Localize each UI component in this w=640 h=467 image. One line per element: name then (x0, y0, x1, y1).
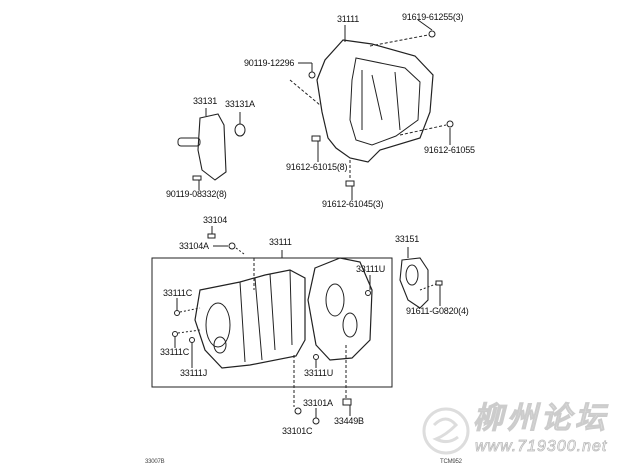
part-label-33111u-bottom: 33111U (304, 368, 333, 378)
part-label-33131: 33131 (193, 96, 218, 106)
side-cover-part (399, 247, 429, 309)
transmission-case-part (194, 269, 306, 369)
bellhousing-part (316, 25, 434, 163)
part-label-33111: 33111 (269, 237, 292, 247)
part-label-33111c-bottom: 33111C (160, 347, 189, 357)
figure-reference: TCM952 (440, 459, 462, 465)
figure-code: 33007B (145, 459, 165, 465)
watermark-title: 柳州论坛 (473, 402, 609, 435)
watermark-logo (420, 405, 472, 462)
part-label-33104a: 33104A (179, 241, 209, 251)
part-label-33131a: 33131A (225, 99, 255, 109)
part-label-91611-g0820: 91611-G0820(4) (406, 306, 469, 316)
rear-plate-part (307, 257, 373, 361)
part-label-33111c-top: 33111C (163, 288, 192, 298)
part-label-33151: 33151 (395, 234, 420, 244)
part-label-33104: 33104 (203, 215, 228, 225)
part-label-33111u-top: 33111U (356, 264, 385, 274)
watermark-url: www.719300.net (475, 438, 608, 456)
front-cover-part (177, 108, 246, 181)
part-label-91612-61015: 91612-61015(8) (286, 162, 348, 172)
part-label-33101c: 33101C (282, 426, 313, 436)
part-label-90119-08332: 90119-08332(8) (166, 189, 227, 199)
part-label-33111j: 33111J (180, 368, 207, 378)
part-label-33449b: 33449B (334, 416, 364, 426)
part-label-33101a: 33101A (303, 398, 333, 408)
dragon-logo-icon (422, 407, 470, 455)
part-label-91612-61055: 91612-61055 (424, 145, 475, 155)
part-label-90119-12296: 90119-12296 (244, 58, 295, 68)
part-label-91619-61255: 91619-61255(3) (402, 12, 464, 22)
assembly-group-box (151, 257, 393, 388)
part-label-91612-61045: 91612-61045(3) (322, 199, 384, 209)
part-label-31111: 31111 (337, 14, 360, 24)
